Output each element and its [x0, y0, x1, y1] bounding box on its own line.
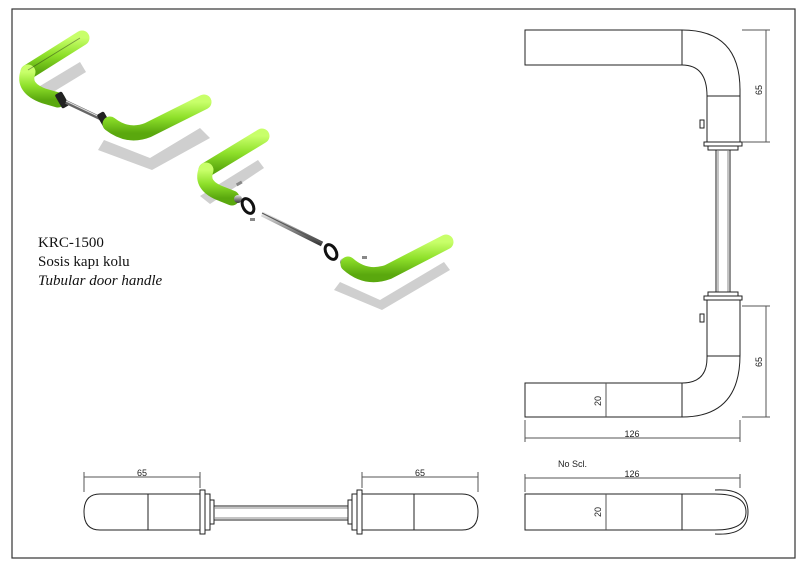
isometric-exploded-view [197, 128, 454, 310]
isometric-assembled-view [19, 30, 212, 170]
dim-side-width: 126 [624, 469, 639, 479]
dim-front-bottom-height: 65 [754, 357, 764, 367]
product-name-en: Tubular door handle [38, 273, 163, 289]
sheet-border [11, 8, 796, 559]
side-view [524, 474, 749, 535]
top-plan-view [83, 472, 479, 535]
dim-top-right-length: 65 [415, 468, 425, 478]
dim-front-bottom-thickness: 20 [593, 396, 603, 406]
dim-top-left-length: 65 [137, 468, 147, 478]
dim-front-top-height: 65 [754, 85, 764, 95]
product-name-tr: Sosis kapı kolu [38, 254, 130, 270]
side-scale-note: No Scl. [558, 459, 587, 469]
product-code: KRC-1500 [38, 235, 104, 251]
dim-front-bottom-width: 126 [624, 429, 639, 439]
product-label: KRC-1500 Sosis kapı kolu Tubular door ha… [38, 234, 162, 291]
dim-side-thickness: 20 [593, 507, 603, 517]
front-elevation-view [524, 29, 770, 442]
